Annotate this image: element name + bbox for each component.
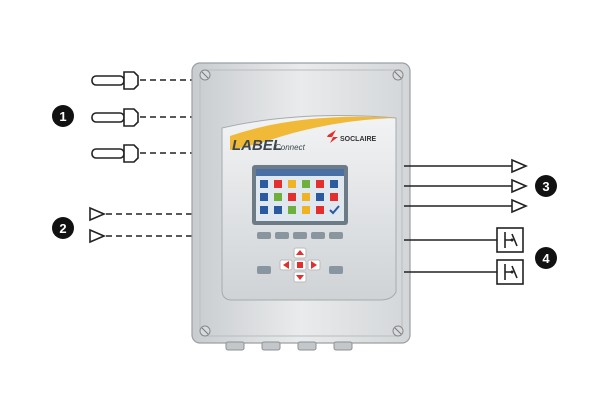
probe-sensor-icon (91, 144, 139, 163)
callout-2: 2 (52, 217, 74, 239)
brand-model: Connect (275, 143, 306, 152)
screw-icon (199, 69, 211, 81)
screw-icon (392, 325, 404, 337)
function-key-f4[interactable] (311, 232, 325, 239)
svg-text:2: 2 (59, 221, 66, 236)
cable-gland (225, 341, 353, 351)
output-group-3 (404, 158, 529, 214)
output-arrow-icon (511, 158, 529, 174)
probe-sensor-icon (91, 71, 139, 90)
menu-key[interactable] (329, 266, 343, 274)
probe-sensor-icon (91, 108, 139, 127)
arrow-left-icon[interactable] (283, 261, 289, 269)
function-key-f5[interactable] (329, 232, 343, 239)
maker-logo: SOCLAIRE (327, 130, 377, 143)
sensor-group-1 (91, 71, 200, 163)
callout-4: 4 (535, 247, 557, 269)
relay-contact-icon (496, 227, 524, 253)
svg-text:3: 3 (542, 179, 549, 194)
arrow-up-icon[interactable] (296, 250, 304, 255)
lcd-screen (252, 165, 348, 225)
screen-icon-grid (260, 180, 340, 215)
brand-swoosh (230, 116, 396, 150)
input-triangle-icon (89, 228, 107, 244)
function-key-f3[interactable] (293, 232, 307, 239)
screw-icon (392, 69, 404, 81)
arrow-down-icon[interactable] (296, 275, 304, 280)
ok-button[interactable] (297, 262, 303, 268)
output-arrow-icon (511, 178, 529, 194)
relay-contact-icon (496, 259, 524, 285)
svg-text:1: 1 (59, 109, 66, 124)
screw-icon (199, 325, 211, 337)
function-key-f2[interactable] (275, 232, 289, 239)
callout-3: 3 (535, 175, 557, 197)
input-triangle-icon (89, 206, 107, 222)
svg-text:4: 4 (542, 251, 550, 266)
relay-group-4 (404, 227, 524, 285)
direction-pad (279, 247, 321, 283)
input-group-2 (89, 206, 192, 244)
svg-text:SOCLAIRE: SOCLAIRE (340, 136, 377, 143)
callout-1: 1 (52, 105, 74, 127)
esc-key[interactable] (257, 266, 271, 274)
function-key-f1[interactable] (257, 232, 271, 239)
arrow-right-icon[interactable] (311, 261, 317, 269)
front-panel: LABEL Connect SOCLAIRE (221, 115, 397, 301)
brand-label: LABEL (232, 137, 282, 154)
function-key-row (257, 232, 343, 239)
output-arrow-icon (511, 198, 529, 214)
